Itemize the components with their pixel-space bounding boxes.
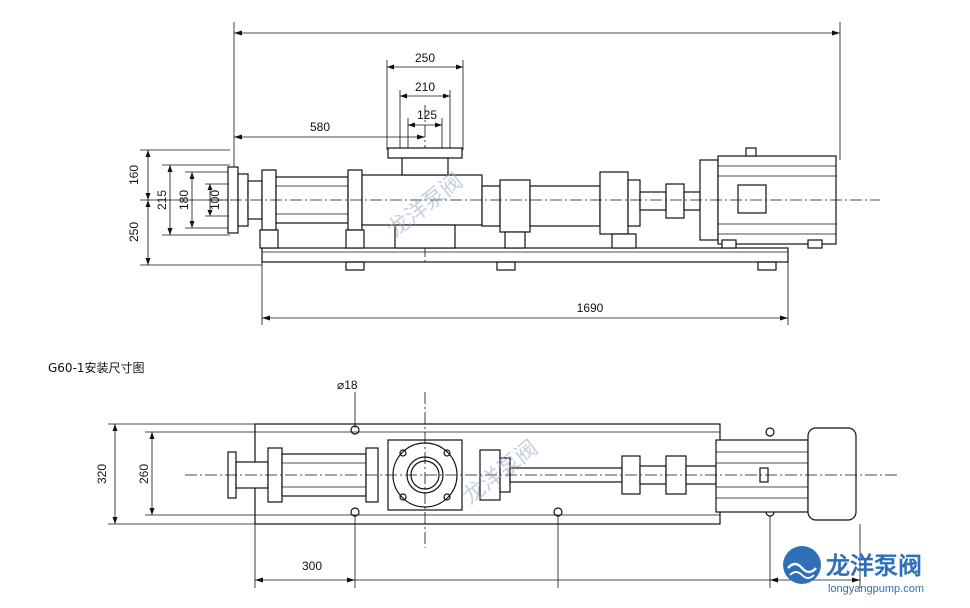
dim-580: 580 (310, 120, 330, 134)
plan-height-dimensions: 320 260 (95, 423, 255, 525)
outlet-dimensions: 250 210 125 (386, 51, 464, 150)
dim-1690: 1690 (577, 301, 604, 315)
hole-diameter-label: ⌀18 (337, 378, 358, 392)
bottom-300-dimensions: 300 300 (254, 516, 861, 588)
dim-320: 320 (95, 464, 109, 484)
dim-260: 260 (137, 464, 151, 484)
dim-180: 180 (177, 190, 191, 210)
logo-drop-icon (783, 546, 821, 584)
dim-125: 125 (417, 108, 437, 122)
dim-160: 160 (127, 165, 141, 185)
dim-1690-group: 1690 (261, 262, 789, 325)
plan-view: ⌀18 320 260 (95, 378, 900, 588)
dim-210: 210 (415, 80, 435, 94)
dim-300-left: 300 (302, 559, 322, 573)
dim-250-outlet: 250 (415, 51, 435, 65)
pump-elevation (210, 147, 880, 271)
overall-length-dimension (233, 22, 841, 175)
elevation-view: 250 210 125 580 (127, 22, 880, 325)
logo-name: 龙洋泵阀 (826, 552, 922, 580)
company-logo: 龙洋泵阀 longyangpump.com (783, 546, 924, 595)
drawing-caption: G60-1安装尺寸图 (48, 360, 145, 375)
dim-215: 215 (155, 190, 169, 210)
logo-url: longyangpump.com (828, 583, 924, 595)
dim-250-height: 250 (127, 222, 141, 242)
